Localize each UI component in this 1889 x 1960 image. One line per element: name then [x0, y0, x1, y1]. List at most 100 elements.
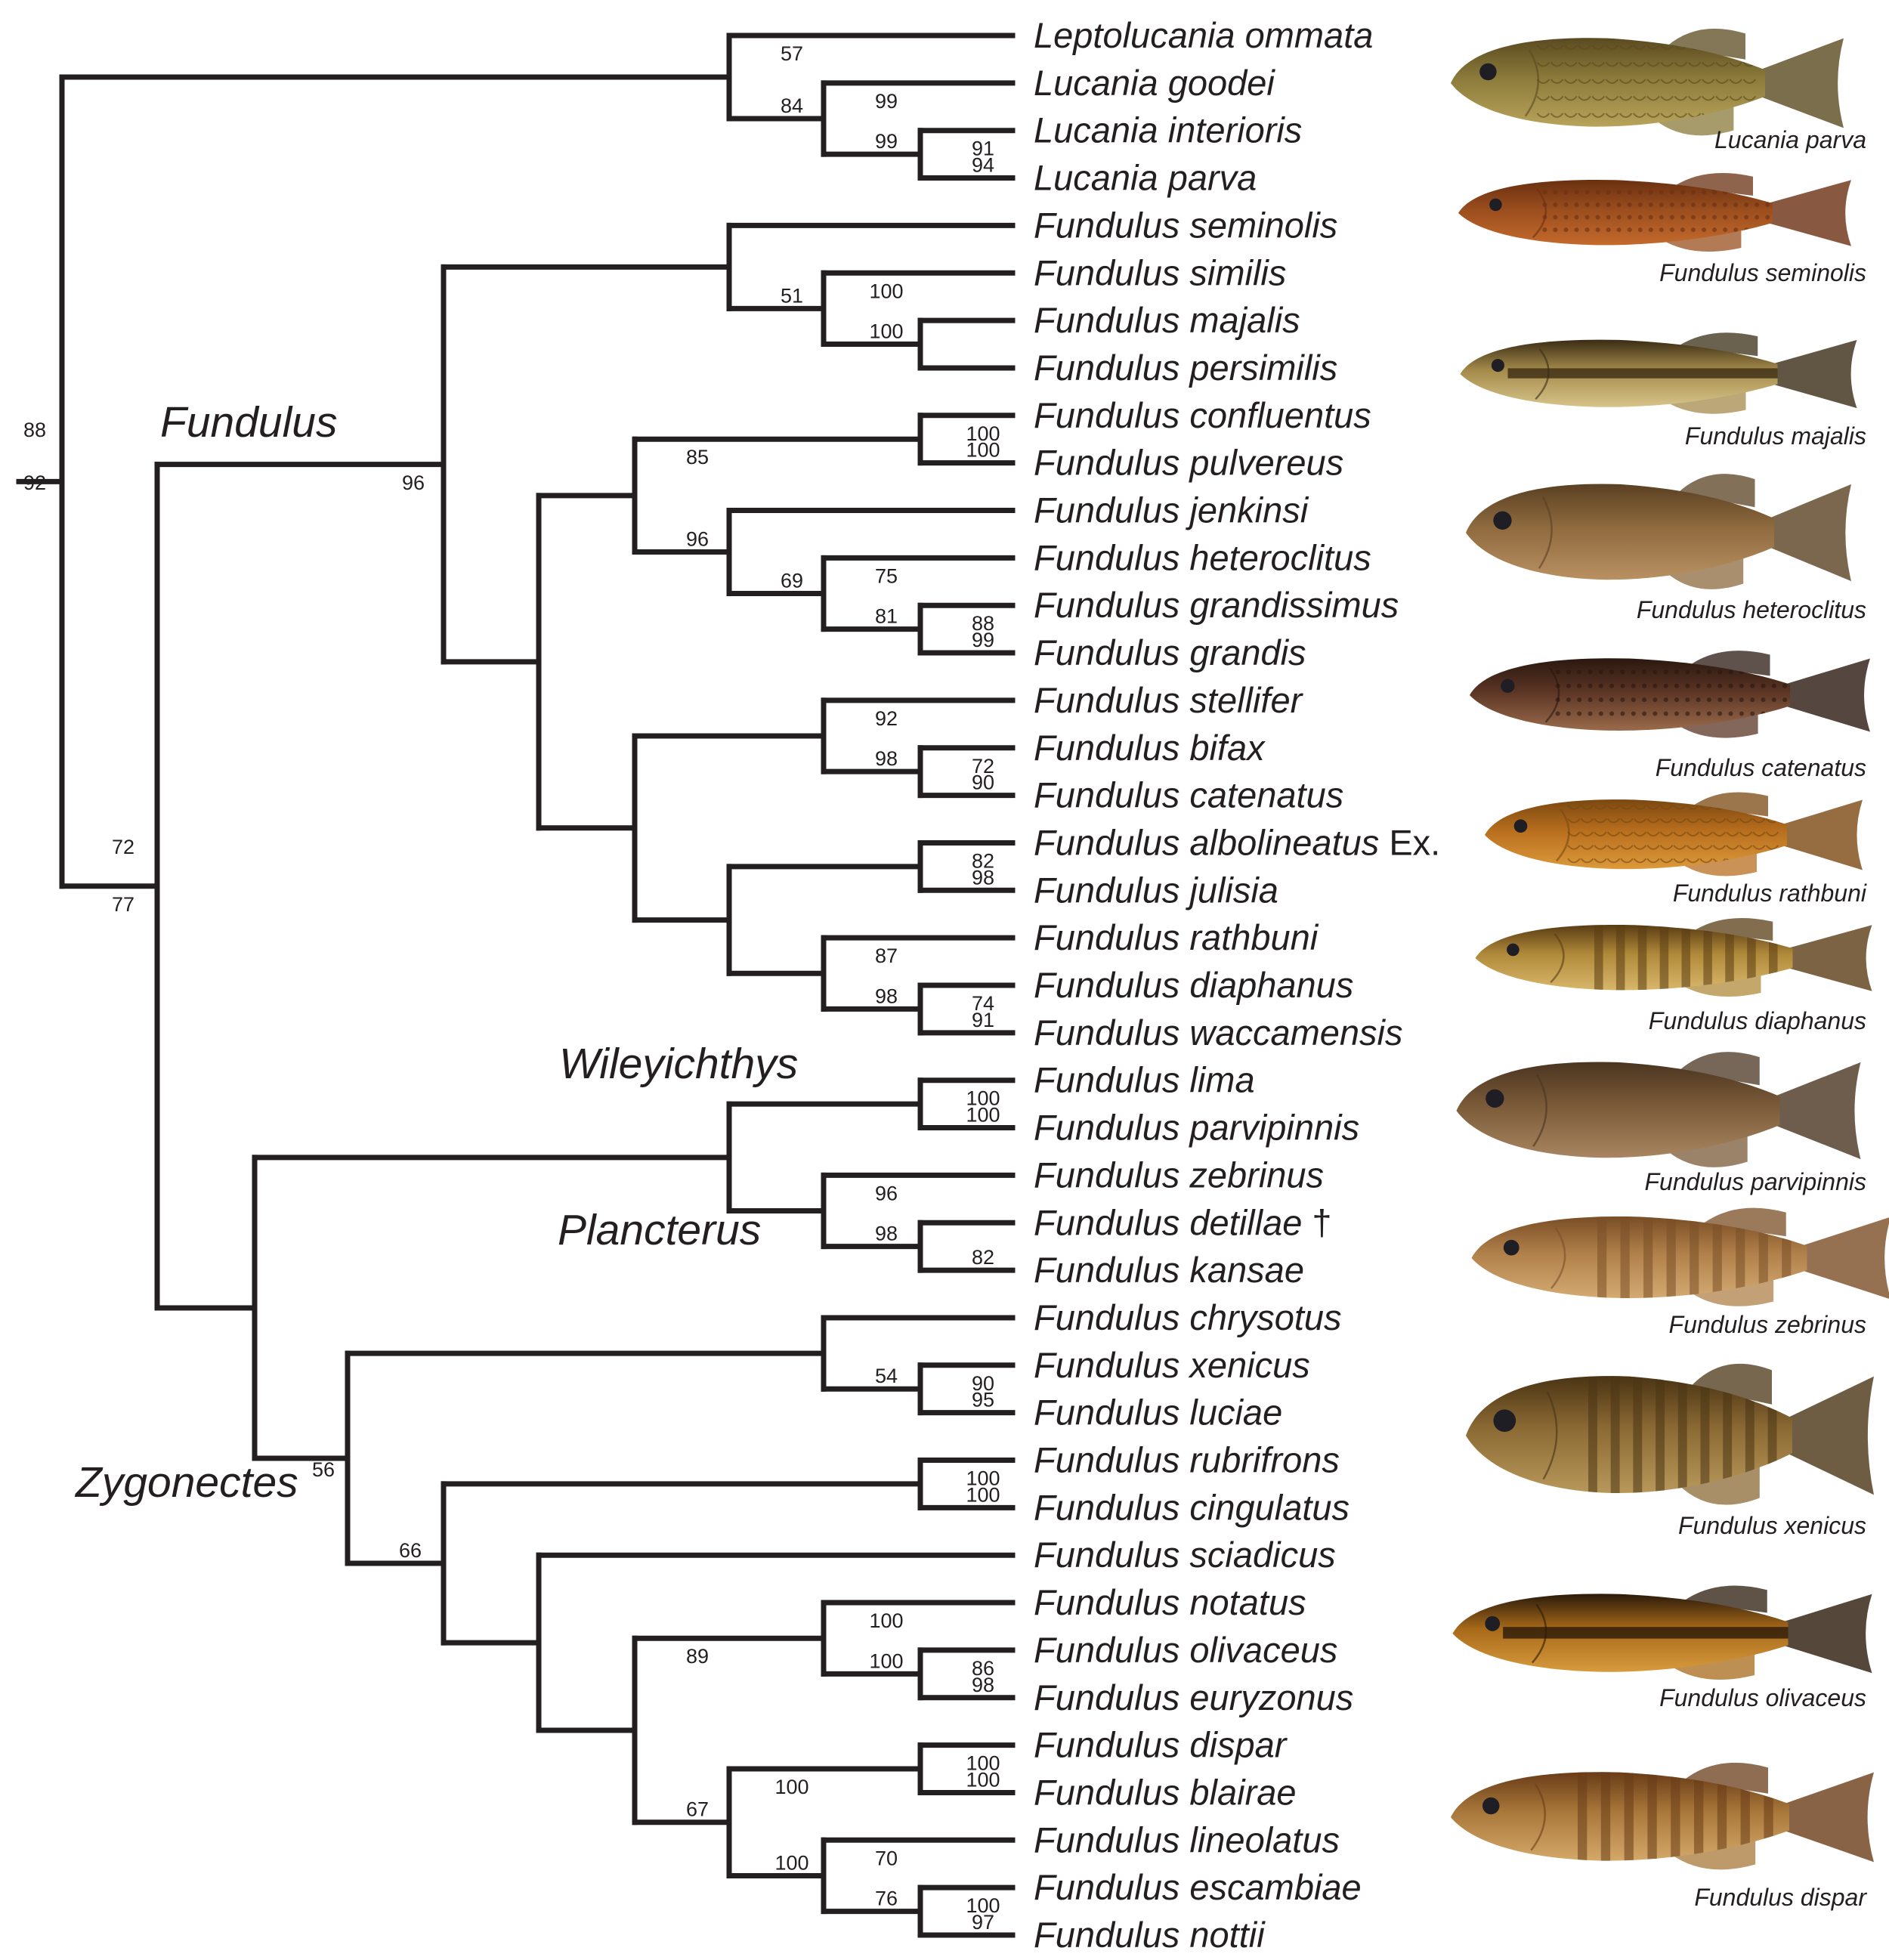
taxon-suffix: † [1302, 1202, 1331, 1242]
taxon-label: Lucania parva [1034, 158, 1257, 198]
fish-caption: Fundulus olivaceus [1659, 1684, 1866, 1711]
dorsal-fin [1667, 28, 1745, 60]
taxon-suffix: Ex. [1379, 822, 1440, 862]
support-above-N_lineol: 70 [875, 1847, 898, 1869]
fish-caption: Fundulus seminolis [1659, 259, 1866, 286]
fish-image-fundulus-catenatus [1470, 651, 1870, 738]
taxon-name: Fundulus escambiae [1034, 1867, 1362, 1907]
fish-image-fundulus-olivaceus [1452, 1585, 1872, 1680]
body-pattern [1578, 1772, 1773, 1861]
anal-fin [1671, 1841, 1756, 1870]
fish-caption: Fundulus diaphanus [1649, 1007, 1866, 1034]
anal-fin [1666, 391, 1746, 414]
support-above-N_disp_blair: 100 [966, 1752, 1000, 1775]
taxon-label: Fundulus xenicus [1034, 1345, 1310, 1385]
fish-eye [1493, 1409, 1516, 1433]
taxon-label: Fundulus rubrifrons [1034, 1440, 1340, 1480]
support-above-N_int_parva: 91 [972, 138, 994, 160]
anal-fin [1690, 1279, 1774, 1306]
taxon-name: Fundulus stellifer [1034, 680, 1304, 720]
support-below-N_jenk: 69 [781, 569, 803, 592]
taxon-name: Fundulus rubrifrons [1034, 1440, 1340, 1480]
support-below-N_chrys: 54 [875, 1365, 898, 1387]
taxon-name: Lucania interioris [1034, 110, 1302, 150]
caudal-fin [1787, 658, 1870, 732]
support-below-N_rub_cin: 100 [966, 1483, 1000, 1506]
fish-body [1466, 1376, 1792, 1494]
taxon-name: Fundulus lima [1034, 1060, 1255, 1100]
taxon-label: Fundulus stellifer [1034, 680, 1304, 720]
dorsal-fin [1678, 332, 1758, 357]
taxon-label: Fundulus albolineatus Ex. [1034, 822, 1440, 862]
taxon-label: Fundulus lineolatus [1034, 1819, 1340, 1860]
support-above-N_alb_jul: 82 [972, 849, 994, 872]
tree-branches [16, 32, 1016, 1938]
taxon-name: Fundulus xenicus [1034, 1345, 1310, 1385]
taxon-name: Fundulus diaphanus [1034, 965, 1353, 1005]
taxon-label: Fundulus sciadicus [1034, 1535, 1336, 1575]
caudal-fin [1804, 1217, 1889, 1299]
taxon-label: Fundulus lima [1034, 1060, 1255, 1100]
taxon-name: Fundulus grandis [1034, 632, 1306, 672]
support-below-N_dia_wac: 91 [972, 1009, 994, 1031]
body-pattern [1555, 669, 1788, 716]
gill-cover [1532, 1603, 1547, 1664]
anal-fin [1662, 230, 1742, 252]
gill-cover [1556, 808, 1570, 862]
taxon-name: Fundulus olivaceus [1034, 1630, 1337, 1670]
caudal-fin [1762, 38, 1844, 128]
support-below-N_hetero: 81 [875, 605, 898, 628]
taxon-name: Fundulus sciadicus [1034, 1535, 1336, 1575]
fish-caption: Fundulus zebrinus [1669, 1311, 1866, 1338]
caudal-fin [1784, 799, 1863, 870]
fish-eye [1493, 511, 1512, 530]
caudal-fin [1771, 484, 1851, 582]
anal-fin [1655, 107, 1734, 136]
clade-label-wileyichthys: Wileyichthys [559, 1040, 798, 1088]
taxon-label: Fundulus notatus [1034, 1582, 1306, 1622]
fish-eye [1503, 1239, 1520, 1256]
gill-cover [1524, 49, 1539, 117]
fish-body [1456, 1062, 1780, 1158]
taxon-label: Fundulus julisia [1034, 870, 1278, 910]
support-above-N_sim_group: 100 [869, 280, 903, 302]
fish-image-fundulus-heteroclitus [1466, 474, 1851, 589]
fish-eye [1479, 63, 1497, 81]
taxon-name: Fundulus zebrinus [1034, 1155, 1324, 1195]
support-above-N_rath: 87 [875, 944, 898, 967]
fish-body [1475, 925, 1793, 991]
fish-caption: Fundulus parvipinnis [1645, 1168, 1867, 1195]
support-below-N_fund_zyg: 77 [112, 893, 134, 916]
support-below-N_zebr: 98 [875, 1223, 898, 1245]
support-below-N_stell: 98 [875, 747, 898, 770]
support-above-N_rub_cin: 100 [966, 1467, 1000, 1490]
anal-fin [1677, 714, 1758, 738]
gill-cover [1544, 667, 1560, 723]
taxon-name: Fundulus similis [1034, 252, 1286, 292]
support-values: 9194999957841001005110010088997581698596… [23, 42, 1000, 1934]
support-above-N_lucania: 99 [875, 90, 898, 113]
fish-caption: Fundulus catenatus [1656, 754, 1866, 781]
taxon-label: Fundulus diaphanus [1034, 965, 1353, 1005]
support-above-N_hetero: 75 [875, 564, 898, 587]
gill-cover [1530, 1783, 1546, 1851]
fish-body [1471, 1216, 1807, 1298]
gill-cover [1532, 188, 1547, 239]
taxon-label: Fundulus confluentus [1034, 395, 1371, 435]
gill-cover [1538, 496, 1553, 569]
fish-eye [1507, 943, 1520, 957]
support-above-N_disp_lin: 100 [774, 1776, 808, 1798]
fish-caption: Lucania parva [1714, 126, 1866, 153]
taxon-name: Leptolucania ommata [1034, 15, 1373, 55]
taxon-label: Lucania interioris [1034, 110, 1302, 150]
support-above-N_grandiss: 88 [972, 612, 994, 635]
taxon-label: Fundulus luciae [1034, 1393, 1282, 1433]
taxon-label: Fundulus olivaceus [1034, 1630, 1337, 1670]
taxon-name: Fundulus pulvereus [1034, 443, 1343, 483]
taxon-name: Fundulus dispar [1034, 1725, 1288, 1765]
taxon-name: Fundulus jenkinsi [1034, 490, 1309, 530]
taxon-name: Fundulus chrysotus [1034, 1297, 1342, 1337]
fish-image-fundulus-dispar [1451, 1762, 1874, 1870]
